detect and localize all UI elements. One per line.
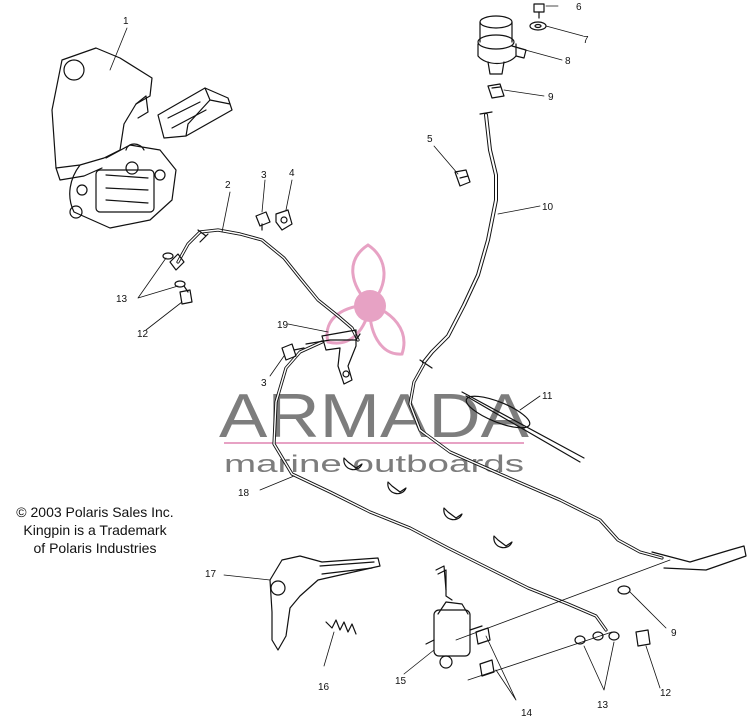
cable-tie-11 <box>461 391 585 463</box>
callout-1: 1 <box>123 16 129 27</box>
callout-13-right: 13 <box>597 700 609 711</box>
callout-labels: 1 2 3 3 4 5 6 7 8 9 9 10 11 12 12 13 13 … <box>116 2 677 719</box>
propeller-logo <box>325 243 406 356</box>
bolt-3-lower <box>281 343 305 361</box>
callout-6: 6 <box>576 2 582 13</box>
callout-12-left: 12 <box>137 329 149 340</box>
watermark-brand: ARMADA <box>219 382 530 451</box>
copyright-line-2: Kingpin is a Trademark <box>23 522 167 538</box>
callout-16: 16 <box>318 682 330 693</box>
washers-13-left <box>162 252 186 288</box>
callout-9-lower: 9 <box>671 628 677 639</box>
copyright-line-3: of Polaris Industries <box>33 540 157 556</box>
callout-2: 2 <box>225 180 231 191</box>
callout-8: 8 <box>565 56 571 67</box>
bolt-3-top <box>255 211 271 231</box>
callout-13-left: 13 <box>116 294 128 305</box>
brake-line-front <box>169 228 360 342</box>
banjo-bolt-12-left <box>179 285 193 305</box>
callout-9-top: 9 <box>548 92 554 103</box>
washers-13-right <box>574 631 620 645</box>
banjo-bolt-12-right <box>635 629 651 647</box>
callout-12-right: 12 <box>660 688 672 699</box>
washer-7 <box>529 21 547 31</box>
clip-4 <box>275 209 293 231</box>
brake-caliper-assembly <box>51 47 177 229</box>
copyright-notice: © 2003 Polaris Sales Inc. Kingpin is a T… <box>2 503 188 557</box>
watermark-logo: ARMADA marine outboards <box>219 243 530 478</box>
bracket-19 <box>321 329 357 385</box>
callout-11: 11 <box>542 391 553 402</box>
brake-pad <box>157 87 233 139</box>
watermark-tagline: marine outboards <box>224 451 524 478</box>
callout-3-top: 3 <box>261 170 267 181</box>
copyright-line-1: © 2003 Polaris Sales Inc. <box>16 504 174 520</box>
clamp-9-top <box>487 83 505 99</box>
callout-7: 7 <box>583 35 589 46</box>
clamp-9-lower <box>617 585 631 595</box>
callout-17: 17 <box>205 569 217 580</box>
reservoir-hose-10 <box>419 111 498 369</box>
bolt-5 <box>454 169 471 187</box>
callout-18: 18 <box>238 488 250 499</box>
callout-15: 15 <box>395 676 407 687</box>
brake-line-rear <box>272 333 608 632</box>
callout-3-lower: 3 <box>261 378 267 389</box>
brake-line-main <box>408 362 747 571</box>
callout-19: 19 <box>277 320 289 331</box>
return-spring-16 <box>325 619 357 635</box>
callout-14: 14 <box>521 708 533 717</box>
master-cylinder-15 <box>425 565 483 669</box>
screw-6 <box>533 3 545 19</box>
leader-lines <box>109 5 671 701</box>
callout-4: 4 <box>289 168 295 179</box>
fluid-reservoir-8 <box>477 15 527 75</box>
callout-5: 5 <box>427 134 433 145</box>
line-clips <box>343 457 513 549</box>
callout-10: 10 <box>542 202 554 213</box>
brake-pedal-17 <box>269 555 381 651</box>
fittings-14 <box>475 627 495 677</box>
